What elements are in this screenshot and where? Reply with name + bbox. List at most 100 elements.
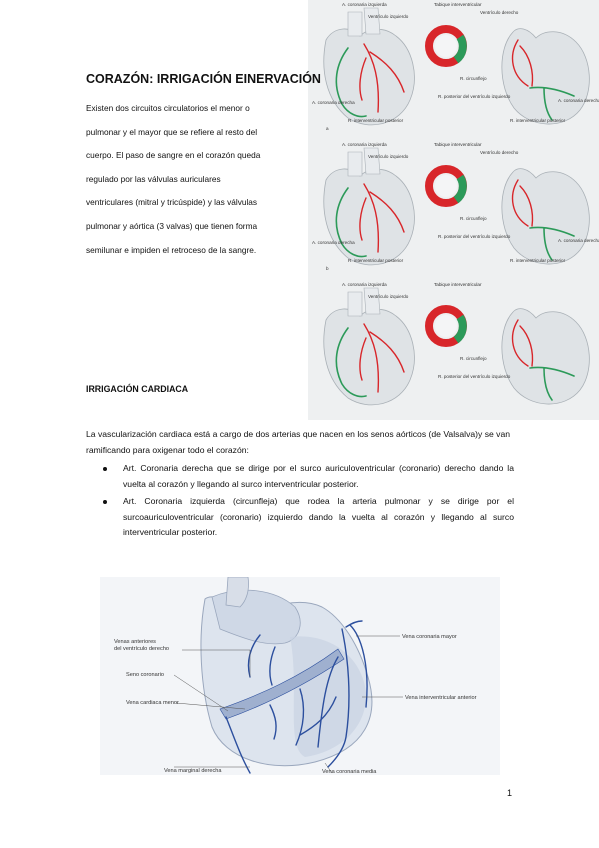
right-coronary-artery (335, 327, 367, 398)
label-interventricular-posterior-right: R. interventricular posterior (510, 258, 566, 263)
left-coronary-artery (359, 43, 405, 113)
label-tabique: Tabique interventricular (434, 282, 482, 287)
label-ventriculo-izquierdo: Ventrículo izquierdo (368, 154, 409, 159)
cross-section-lumen (435, 315, 457, 337)
pulmonary-trunk-shape (363, 287, 381, 315)
pulmonary-trunk-shape (363, 147, 381, 175)
body-paragraph: La vascularización cardiaca está a cargo… (86, 429, 511, 455)
posterior-interventricular-branch (529, 86, 575, 121)
label-coronaria-derecha: A. coronaria derecha (312, 240, 355, 245)
section-heading: IRRIGACIÓN CARDIACA (86, 384, 189, 394)
label-posterior-ventriculo: R. posterior del ventrículo izquierdo (438, 94, 511, 99)
label-tabique: Tabique interventricular (434, 2, 482, 7)
label-circunflejo: R. circunflejo (460, 216, 487, 221)
label-posterior-ventriculo: R. posterior del ventrículo izquierdo (438, 374, 511, 379)
cross-section-lumen (435, 35, 457, 57)
vein-path (295, 688, 305, 746)
row-letter: a (326, 126, 329, 131)
row-letter: b (326, 266, 329, 271)
page-number: 1 (507, 788, 513, 798)
page-title: CORAZÓN: IRRIGACIÓN EINERVACIÓN (86, 72, 321, 86)
intro-line: pulmonar y aórtica (3 valvas) que tienen… (86, 220, 258, 231)
cross-section-right-segment (453, 174, 467, 204)
artery-bullet-list: Art. Coronaria derecha que se dirige por… (86, 461, 514, 543)
label-circunflejo: R. circunflejo (460, 76, 487, 81)
heart-posterior (501, 308, 590, 405)
coronary-sinus-shape (219, 648, 345, 720)
vein-path (225, 716, 251, 774)
leader-line (175, 702, 246, 710)
label-coronaria-derecha: A. coronaria derecha (312, 100, 355, 105)
label-ventriculo-izquierdo: Ventrículo izquierdo (368, 14, 409, 19)
vein-path (269, 704, 277, 740)
leader-line (324, 762, 333, 774)
left-coronary-artery (359, 323, 405, 393)
circumflex-branch (511, 39, 534, 87)
intro-line: semilunar e impiden el retroceso de la s… (86, 244, 257, 255)
label-ventriculo-izquierdo: Ventrículo izquierdo (368, 294, 409, 299)
label-coronaria-derecha-posterior: A. coronaria derecha (558, 238, 599, 243)
label-coronaria-izquierda: A. coronaria izquierda (342, 2, 387, 7)
label-vena-interventricular-anterior: Vena interventricular anterior (405, 695, 477, 701)
right-coronary-artery (335, 47, 367, 118)
bullet-dot (103, 467, 107, 471)
label-seno-coronario: Seno coronario (126, 672, 164, 678)
label-interventricular-posterior: R. interventricular posterior (348, 258, 404, 263)
heart-anterior (323, 308, 415, 406)
pulmonary-trunk-shape (363, 7, 381, 35)
aorta-shape (225, 577, 249, 608)
vein-path (349, 624, 368, 708)
bullet-item: Art. Coronaria derecha que se dirige por… (86, 461, 514, 492)
label-coronaria-derecha-posterior: A. coronaria derecha (558, 98, 599, 103)
intro-line: cuerpo. El paso de sangre en el corazón … (86, 150, 261, 161)
bullet-dot (103, 500, 107, 505)
cross-section-lumen (435, 175, 457, 197)
circumflex-branch (511, 179, 534, 227)
vein-path (327, 628, 350, 768)
intro-line: ventriculares (mitral y tricúspide) y la… (86, 197, 258, 208)
posterior-interventricular-branch (529, 366, 575, 401)
heart-posterior (501, 168, 590, 265)
label-ventriculo-derecho: Ventrículo derecho (480, 150, 519, 155)
posterior-interventricular-branch (529, 226, 575, 261)
label-posterior-ventriculo: R. posterior del ventrículo izquierdo (438, 234, 511, 239)
label-ventriculo-derecho: Ventrículo derecho (480, 10, 519, 15)
right-coronary-artery (335, 187, 367, 258)
label-vena-coronaria-mayor: Vena coronaria mayor (402, 634, 457, 640)
intro-line: Existen dos circuitos circulatorios el m… (86, 103, 250, 113)
label-venas-anteriores-line1: Venas anteriores (114, 639, 156, 645)
label-tabique: Tabique interventricular (434, 142, 482, 147)
label-vena-cardiaca-menor: Vena cardiaca menor (126, 700, 179, 706)
leader-line (182, 649, 251, 677)
bullet-text: Art. Coronaria izquierda (circunfleja) q… (123, 496, 514, 538)
cross-section-right-segment (453, 34, 467, 64)
heart-posterior (501, 28, 590, 125)
heart-anterior (323, 168, 415, 266)
label-interventricular-posterior: R. interventricular posterior (348, 118, 404, 123)
bullet-item: Art. Coronaria izquierda (circunfleja) q… (86, 494, 514, 541)
intro-line: pulmonar y el mayor que se refiere al re… (86, 126, 258, 137)
vein-path (299, 696, 337, 736)
intro-paragraph: Existen dos circuitos circulatorios el m… (86, 97, 308, 262)
label-coronaria-izquierda: A. coronaria izquierda (342, 282, 387, 287)
bullet-text: Art. Coronaria derecha que se dirige por… (123, 463, 514, 489)
label-coronaria-izquierda: A. coronaria izquierda (342, 142, 387, 147)
aorta-shape (347, 151, 363, 177)
left-coronary-artery (359, 183, 405, 253)
intro-line: regulado por las válvulas auriculares (86, 173, 221, 184)
label-vena-coronaria-media: Vena coronaria media (322, 769, 377, 775)
vein-path (345, 620, 363, 628)
vein-path (317, 656, 339, 748)
cross-section-right-segment (453, 314, 467, 344)
label-circunflejo: R. circunflejo (460, 356, 487, 361)
label-venas-anteriores-line2: del ventrículo derecho (114, 646, 169, 652)
leader-line (173, 674, 229, 712)
label-interventricular-posterior-right: R. interventricular posterior (510, 118, 566, 123)
